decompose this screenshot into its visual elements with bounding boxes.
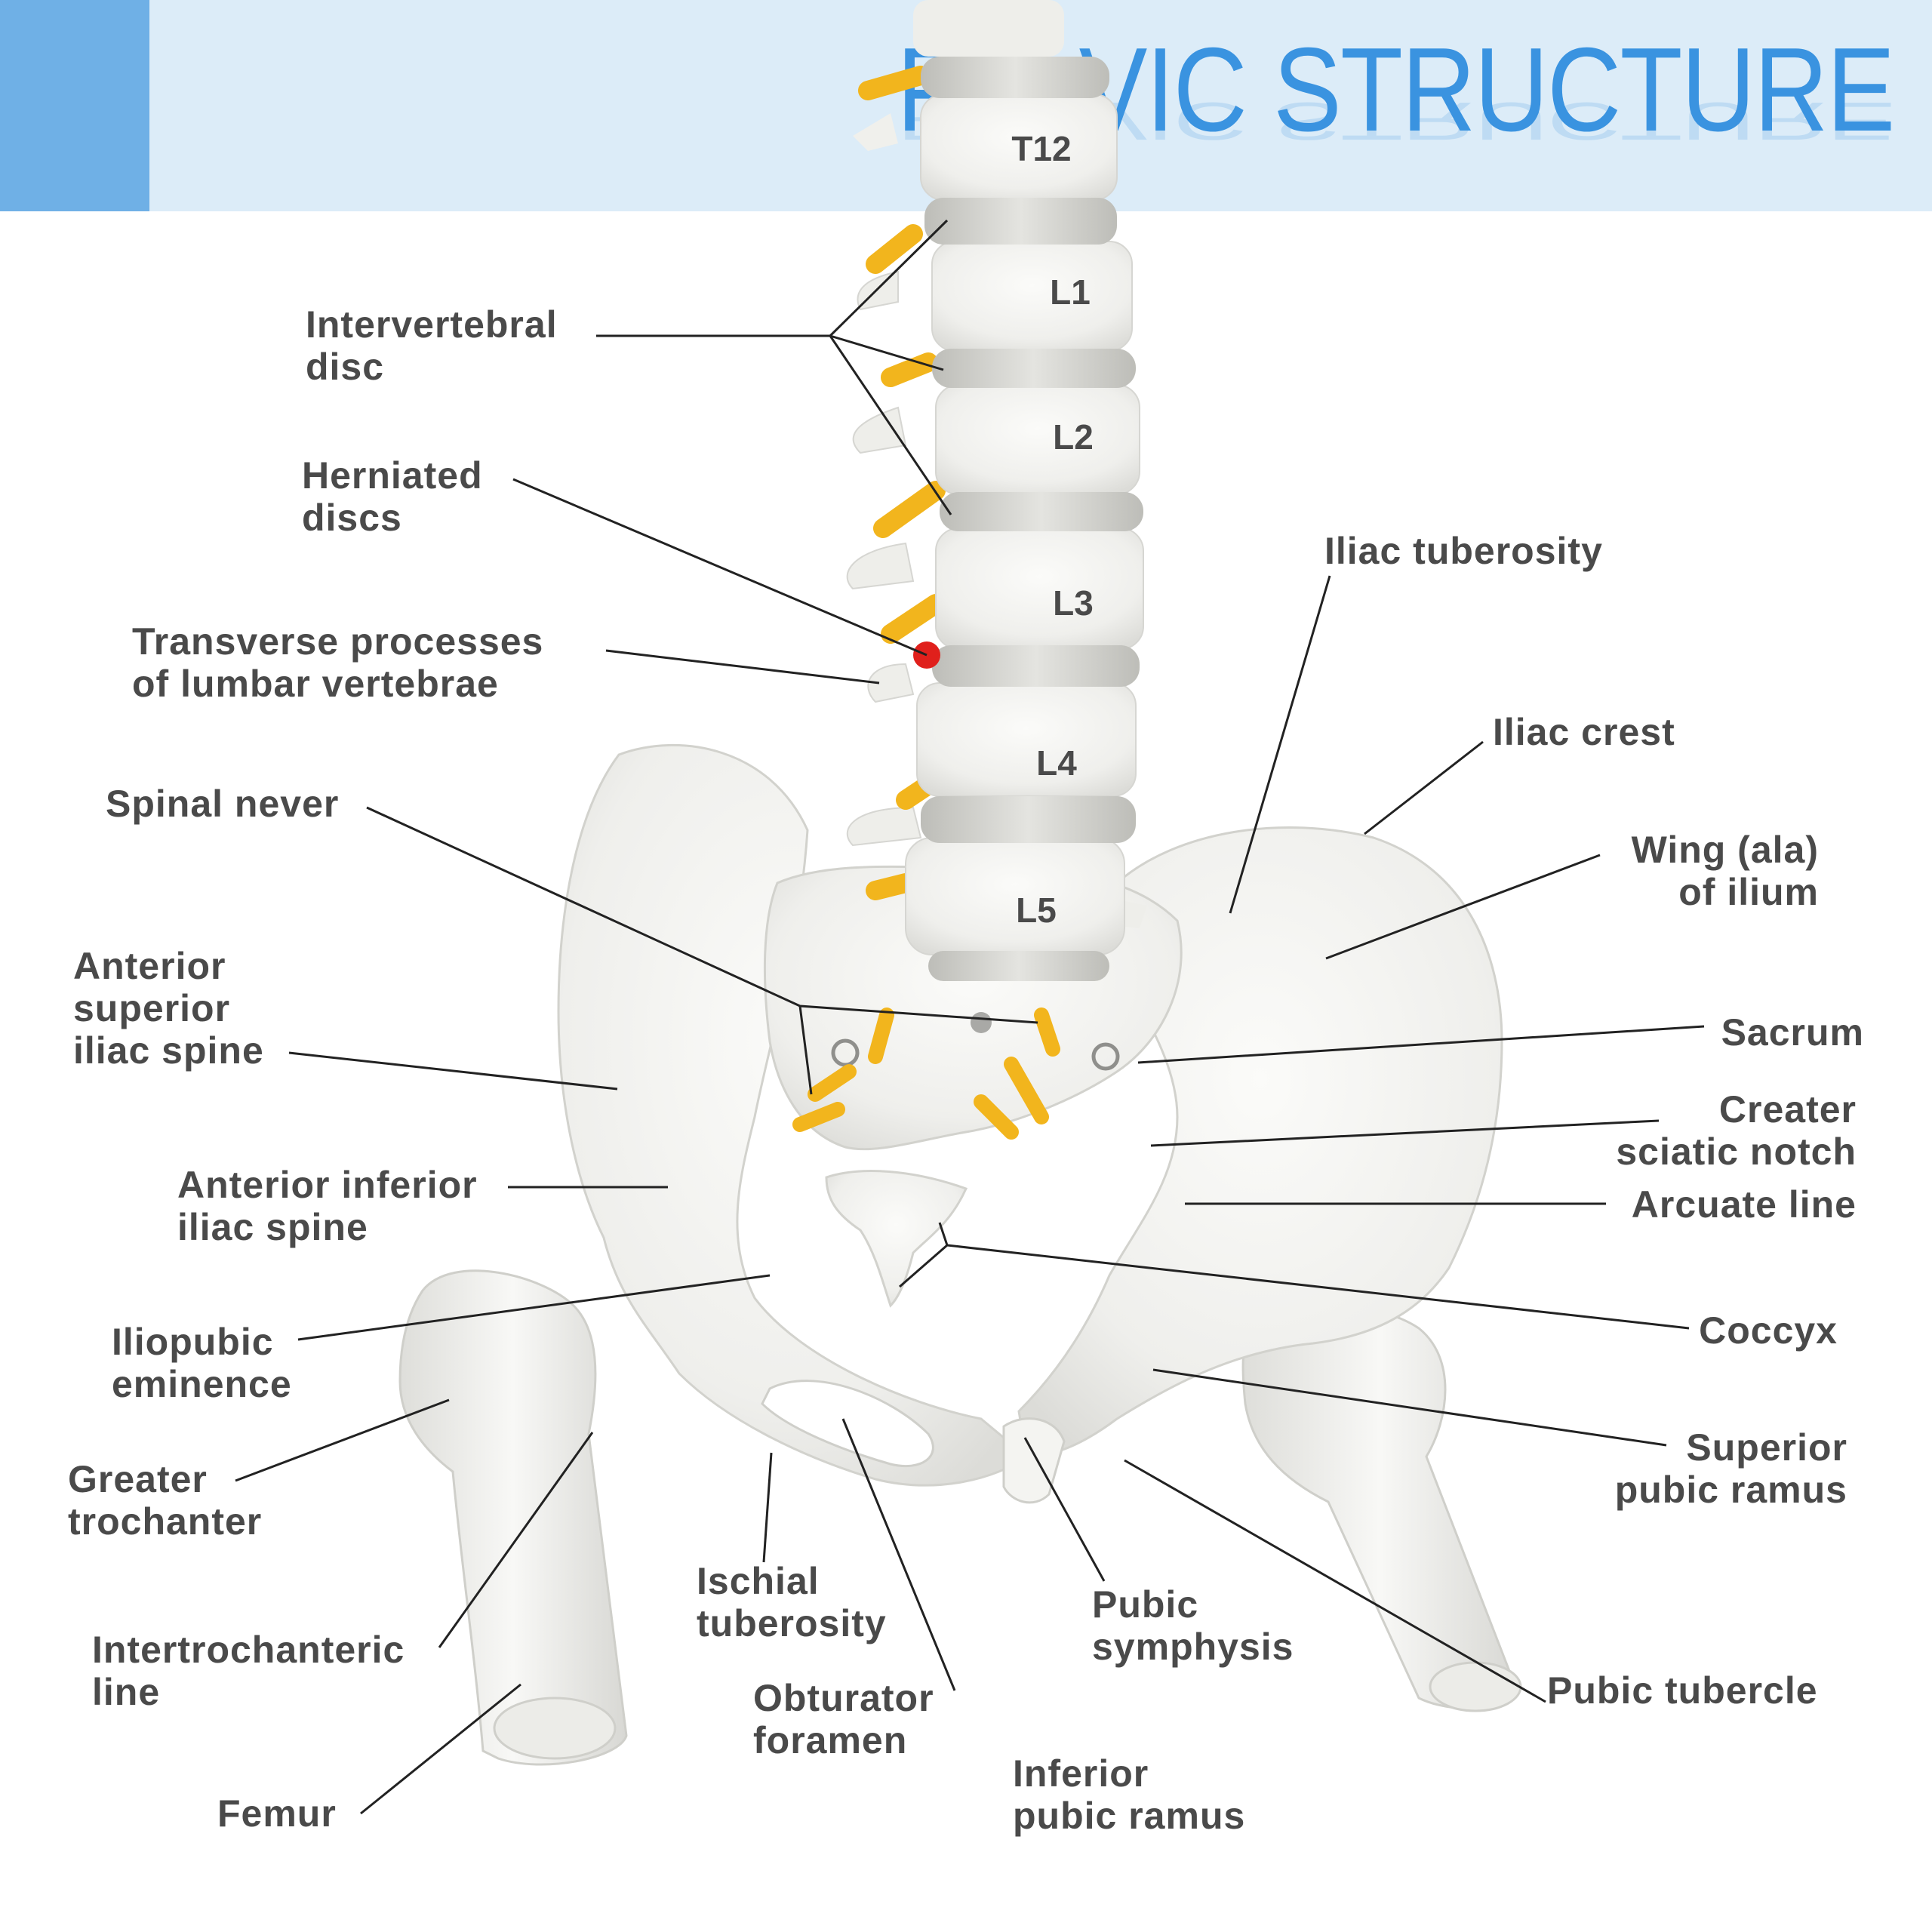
label-pubic-symphysis: Pubic symphysis bbox=[1092, 1583, 1294, 1668]
label-coccyx: Coccyx bbox=[1699, 1309, 1838, 1352]
label-sacrum: Sacrum bbox=[1721, 1011, 1864, 1054]
vertebra-label-l2: L2 bbox=[1053, 417, 1094, 457]
leader-lines bbox=[235, 219, 1705, 1815]
vertebra-label-l3: L3 bbox=[1053, 583, 1094, 623]
leader-iliac-crest bbox=[1364, 740, 1484, 835]
label-spinal-never: Spinal never bbox=[106, 783, 340, 825]
leader-iliac-tuberosity bbox=[1229, 575, 1331, 914]
leader-intertrochanteric-line bbox=[438, 1432, 594, 1648]
leader-iliopubic-eminence bbox=[297, 1274, 771, 1341]
leader-intervertebral-disc-mid bbox=[829, 334, 944, 371]
label-pubic-tubercle: Pubic tubercle bbox=[1547, 1669, 1818, 1712]
leader-obturator-foramen bbox=[841, 1418, 956, 1691]
left-femur bbox=[398, 1269, 628, 1766]
leader-wing-of-ilium bbox=[1325, 854, 1601, 960]
lumbar-spine: T12 L1 L2 L3 L4 L5 bbox=[792, 0, 1147, 1140]
leader-asis bbox=[288, 1051, 618, 1091]
label-herniated-discs: Herniated discs bbox=[302, 454, 483, 539]
header-accent-block bbox=[0, 0, 149, 211]
leader-femur bbox=[360, 1683, 521, 1815]
leader-superior-pubic-ramus bbox=[1152, 1368, 1667, 1447]
label-superior-pubic-ramus: Superior pubic ramus bbox=[1614, 1426, 1847, 1511]
label-intervertebral-disc: Intervertebral disc bbox=[306, 303, 558, 388]
vertebra-label-l4: L4 bbox=[1036, 743, 1077, 783]
label-transverse-processes: Transverse processes of lumbar vertebrae bbox=[132, 620, 544, 705]
label-greater-sciatic-notch: Creater sciatic notch bbox=[1616, 1088, 1857, 1173]
label-anterior-superior-iliac-spine: Anterior superior iliac spine bbox=[73, 945, 264, 1072]
leader-coccyx-branch bbox=[899, 1244, 948, 1288]
leader-greater-trochanter bbox=[235, 1398, 450, 1482]
label-anterior-inferior-iliac-spine: Anterior inferior iliac spine bbox=[177, 1164, 478, 1248]
leader-ischial-tuberosity bbox=[762, 1452, 773, 1563]
vertebra-label-l1: L1 bbox=[1050, 272, 1091, 312]
vertebra-label-l5: L5 bbox=[1016, 891, 1057, 930]
label-wing-of-ilium: Wing (ala) of ilium bbox=[1631, 829, 1819, 913]
coccyx bbox=[825, 1170, 968, 1308]
leader-sacrum bbox=[1137, 1025, 1705, 1064]
leader-transverse-processes bbox=[605, 649, 880, 685]
label-iliopubic-eminence: Iliopubic eminence bbox=[112, 1321, 292, 1405]
vertebra-label-t12: T12 bbox=[1011, 129, 1071, 168]
label-iliac-tuberosity: Iliac tuberosity bbox=[1324, 530, 1603, 572]
label-femur: Femur bbox=[217, 1792, 337, 1835]
leader-intervertebral-disc-lower bbox=[829, 335, 952, 515]
label-obturator-foramen: Obturator foramen bbox=[753, 1677, 934, 1761]
label-iliac-crest: Iliac crest bbox=[1493, 711, 1675, 753]
label-ischial-tuberosity: Ischial tuberosity bbox=[697, 1560, 887, 1644]
leader-spinal-never-branch bbox=[798, 1005, 813, 1095]
label-intertrochanteric-line: Intertrochanteric line bbox=[92, 1629, 405, 1713]
leader-pubic-symphysis bbox=[1023, 1437, 1106, 1582]
leader-herniated-discs bbox=[512, 478, 928, 657]
leader-pubic-tubercle bbox=[1124, 1459, 1546, 1703]
label-arcuate-line: Arcuate line bbox=[1631, 1183, 1857, 1226]
label-greater-trochanter: Greater trochanter bbox=[68, 1458, 263, 1543]
label-inferior-pubic-ramus: Inferior pubic ramus bbox=[1013, 1752, 1246, 1837]
leader-greater-sciatic-notch bbox=[1150, 1119, 1660, 1147]
